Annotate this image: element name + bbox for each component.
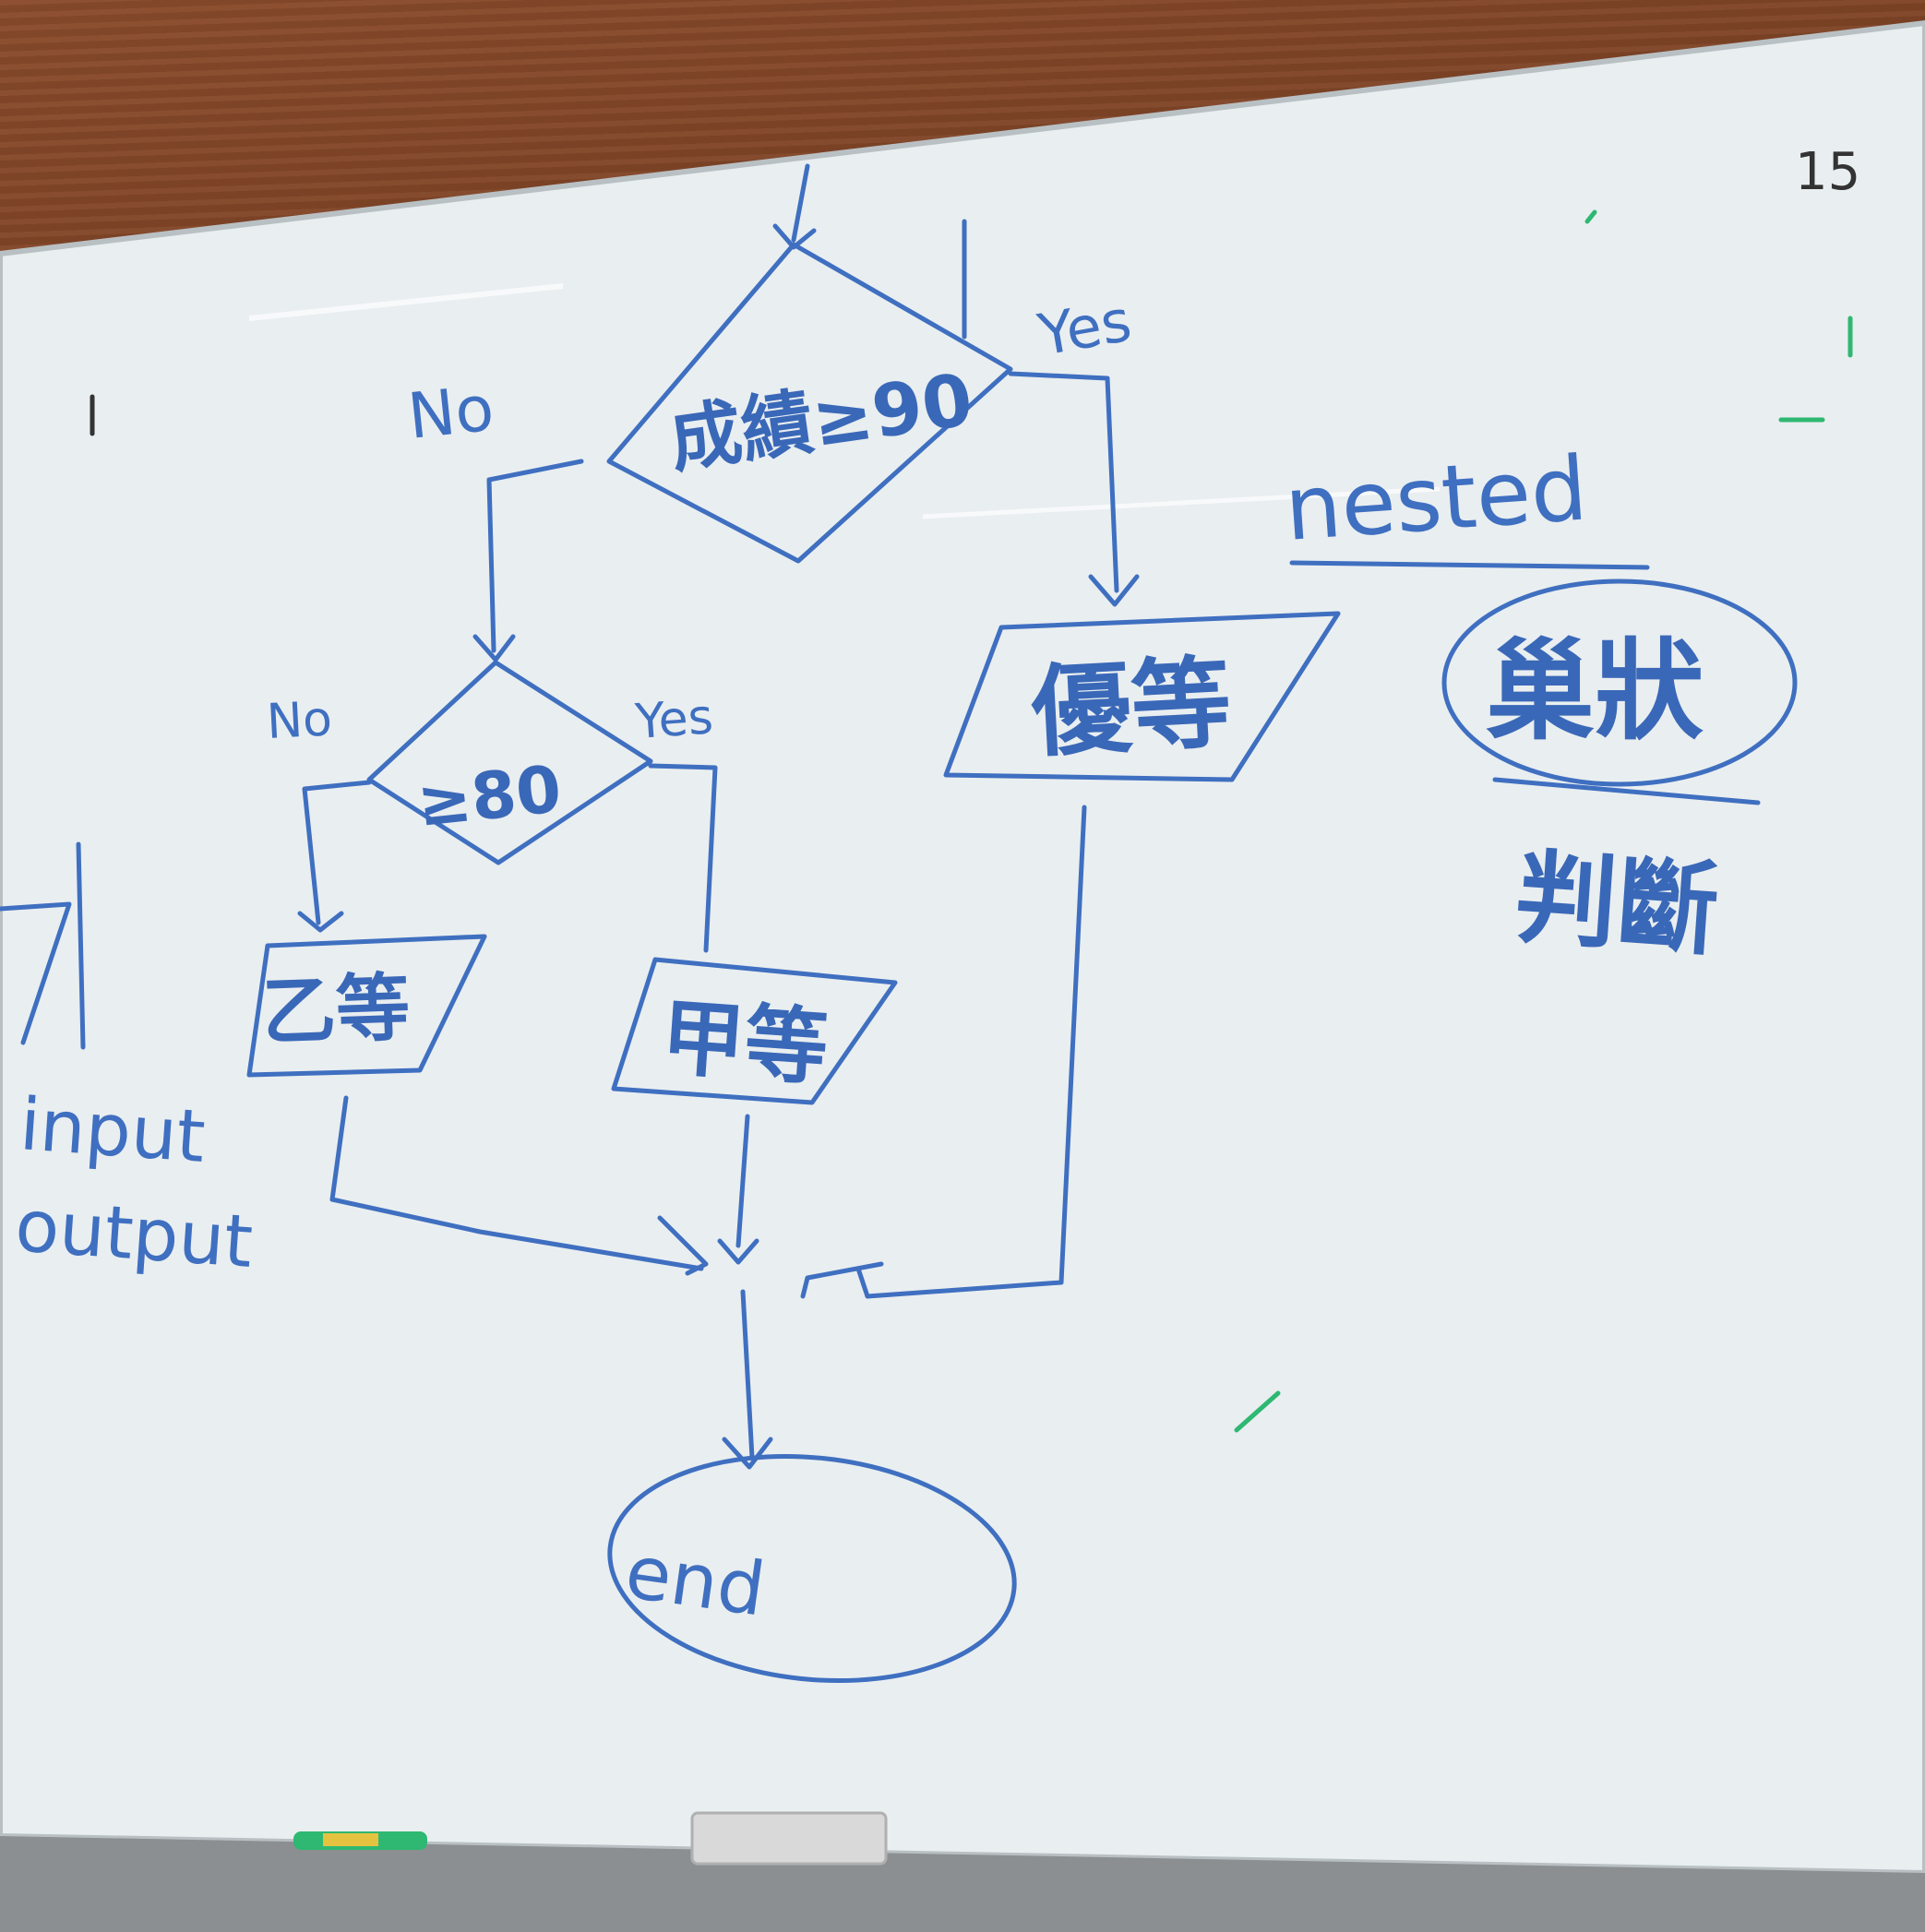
output-note: output	[13, 1185, 256, 1284]
judge-word-note: 判斷	[1512, 838, 1722, 970]
entry-arrow	[791, 163, 810, 243]
shape-word-note: 巢狀	[1486, 627, 1704, 755]
output-mid-label: 甲等	[658, 989, 831, 1097]
nested-circle	[1441, 578, 1798, 787]
output-top-label: 優等	[1028, 646, 1234, 771]
output-top-shape	[943, 611, 1341, 782]
top-yes-line	[1008, 371, 1119, 593]
right-connector-arrowhead	[800, 1261, 884, 1299]
green-mark	[1234, 1390, 1281, 1433]
output-left-label: 乙等	[260, 964, 411, 1055]
flowchart-strokes	[0, 163, 1798, 1684]
mid-yes-label: Yes	[633, 689, 715, 750]
output-mid-shape	[611, 957, 898, 1105]
decision-top-shape	[606, 242, 1013, 564]
left-connector-arrowhead	[657, 1215, 709, 1276]
top-no-arrowhead	[472, 634, 516, 662]
side-notes: input output nested 巢狀 判斷 15	[13, 142, 1861, 1284]
top-yes-arrowhead	[1088, 574, 1140, 607]
shape-word-underline	[1492, 777, 1761, 805]
mid-connector	[735, 1114, 750, 1248]
mid-no-arrowhead	[297, 911, 344, 933]
whiteboard-surface	[0, 23, 1925, 1873]
end-label: end	[620, 1529, 770, 1633]
nested-underline	[1289, 560, 1650, 570]
glare-streak	[922, 486, 1441, 519]
green-marker-label	[323, 1833, 378, 1846]
left-connector	[329, 1095, 704, 1271]
to-end-line	[740, 1289, 755, 1461]
whiteboard-frame	[0, 19, 1925, 1877]
mid-connector-arrowhead	[717, 1238, 759, 1265]
end-terminal-shape	[607, 1453, 1017, 1684]
legend-parallelogram	[0, 901, 72, 1045]
input-note: input	[18, 1083, 208, 1179]
output-left-shape	[246, 934, 487, 1078]
top-no-line	[486, 459, 584, 653]
glare-streak	[248, 283, 564, 321]
corner-number-mark: 15	[1795, 142, 1860, 202]
mid-yes-line	[648, 763, 718, 953]
marker-tray	[0, 1836, 1925, 1932]
to-end-arrowhead	[722, 1437, 773, 1470]
decision-mid-shape	[366, 660, 653, 865]
top-yes-label: Yes	[1033, 287, 1136, 369]
mid-no-line	[302, 780, 372, 925]
right-connector	[855, 805, 1087, 1299]
green-marks	[1234, 209, 1853, 1433]
nested-note: nested	[1282, 436, 1591, 561]
green-mark	[1584, 209, 1597, 224]
top-no-label: No	[405, 373, 497, 454]
eraser	[690, 1811, 888, 1866]
decision-mid-label: ≥80	[413, 751, 565, 841]
legend-line	[76, 841, 86, 1050]
mid-no-label: No	[266, 691, 334, 750]
